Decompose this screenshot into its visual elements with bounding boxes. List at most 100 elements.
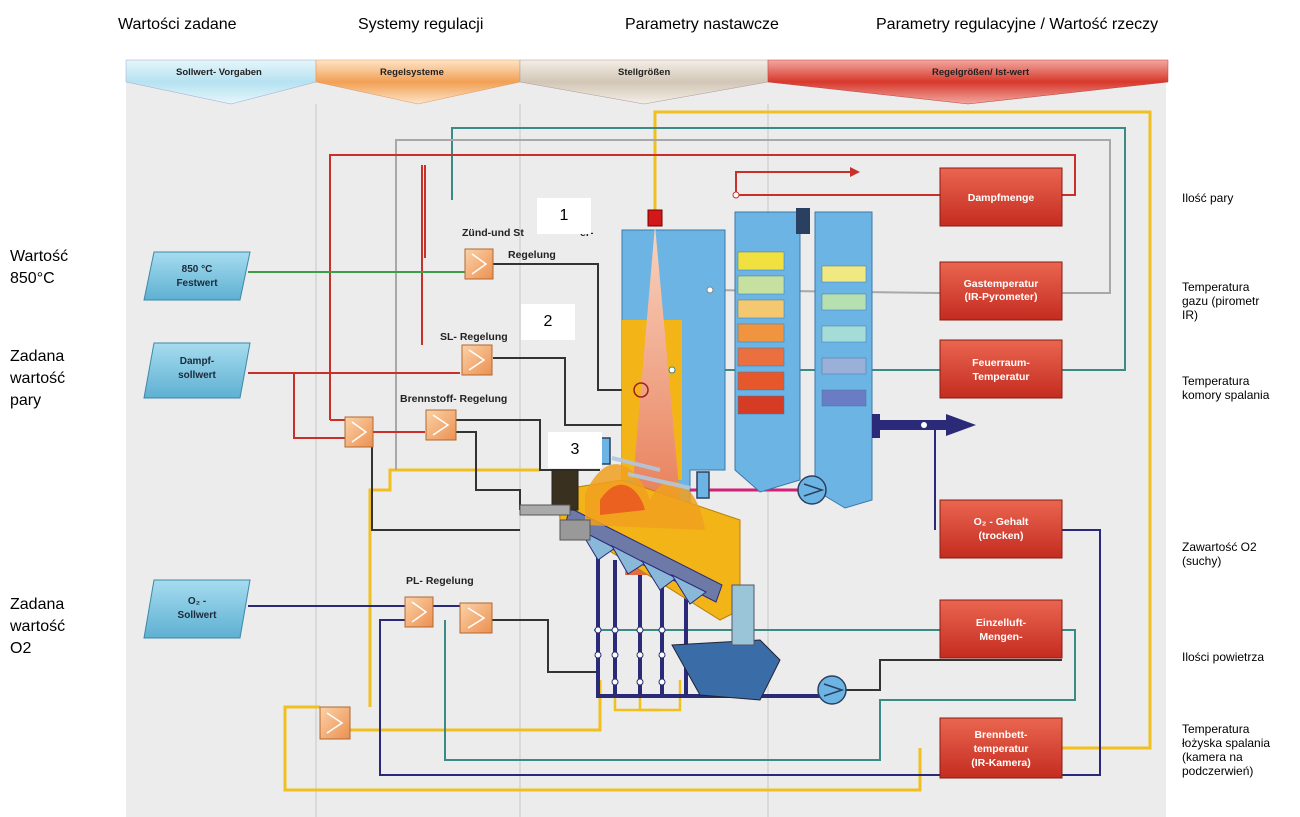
ir-camera xyxy=(647,209,663,227)
line-dark-fan xyxy=(818,659,1062,691)
right-label-bed-line3: (kamera na xyxy=(1182,750,1243,764)
flue-arrow xyxy=(946,414,976,436)
band-label-controlled: Regelgrößen/ Ist-wert xyxy=(932,67,1030,78)
measured-o2-line1: O₂ - Gehalt xyxy=(974,516,1029,528)
band-label-setpoints: Sollwert- Vorgaben xyxy=(176,67,262,78)
connector-top xyxy=(796,208,810,234)
left-label-o2-line3: O2 xyxy=(10,640,32,657)
left-label-steam-line2: wartość xyxy=(10,370,66,387)
line-dark-brennstoff2 xyxy=(456,431,521,510)
right-label-bed-line4: podczerwień) xyxy=(1182,764,1254,778)
controller-zund xyxy=(464,248,494,280)
line-dark-zund xyxy=(493,263,640,391)
left-label-850: Wartość 850°C xyxy=(10,246,68,290)
left-label-steam-line3: pary xyxy=(10,392,42,409)
callout-1: 1 xyxy=(537,198,591,234)
measured-furnace-temp: Feuerraum- Temperatur xyxy=(939,339,1063,399)
right-label-furnace: Temperatura komory spalania xyxy=(1182,374,1269,402)
measured-bed-temp: Brennbett- temperatur (IR-Kamera) xyxy=(939,717,1063,779)
setpoint-o2-line1: O₂ - xyxy=(188,596,206,607)
measured-gas-temp-line1: Gastemperatur xyxy=(964,278,1039,290)
line-ir-camera xyxy=(653,110,1152,750)
line-grey-top xyxy=(395,139,1111,470)
right-label-air: Ilości powietrza xyxy=(1182,650,1264,664)
controller-pl-1 xyxy=(404,596,434,628)
controller-pl-2 xyxy=(459,602,493,634)
line-red-top xyxy=(329,154,1076,420)
right-label-o2-line2: (suchy) xyxy=(1182,554,1222,568)
band-label-control: Regelsysteme xyxy=(380,67,444,78)
grate xyxy=(564,507,723,603)
measured-bed-temp-line2: temperatur xyxy=(974,743,1029,755)
right-label-furnace-line1: Temperatura xyxy=(1182,374,1250,388)
setpoint-o2: O₂ - Sollwert xyxy=(143,579,251,639)
right-label-steam: Ilość pary xyxy=(1182,191,1233,205)
measured-bed-temp-line1: Brennbett- xyxy=(974,729,1028,741)
label-brennstoff: Brennstoff- Regelung xyxy=(400,393,507,405)
setpoint-o2-line2: Sollwert xyxy=(178,610,218,621)
right-label-bed-line2: łożyska spalania xyxy=(1182,736,1271,750)
callout-2: 2 xyxy=(521,304,575,340)
line-navy-o2-loop xyxy=(379,529,1101,776)
setpoint-850-line1: 850 °C xyxy=(182,264,213,275)
measured-gas-temp-line2: (IR-Pyrometer) xyxy=(965,291,1038,303)
line-red-dampf-down xyxy=(293,373,345,439)
controller-bed xyxy=(319,706,351,740)
measured-o2: O₂ - Gehalt (trocken) xyxy=(939,499,1063,559)
right-label-gas: Temperatura gazu (pirometr IR) xyxy=(1182,280,1259,322)
label-zund-part1: Zünd-und St xyxy=(462,227,524,239)
measured-boxes: Dampfmenge Gastemperatur (IR-Pyrometer) … xyxy=(939,167,1063,779)
controller-brennstoff-pre xyxy=(344,416,374,448)
left-label-steam-line1: Zadana xyxy=(10,348,65,365)
measured-gas-temp: Gastemperatur (IR-Pyrometer) xyxy=(939,261,1063,321)
measured-furnace-temp-line1: Feuerraum- xyxy=(972,357,1030,369)
band-manipulated xyxy=(519,59,769,105)
setpoint-steam: Dampf- sollwert xyxy=(143,342,251,399)
fan-bottom xyxy=(817,675,847,705)
header-manipulated-pl: Parametry nastawcze xyxy=(625,16,779,33)
measured-air: Einzelluft- Mengen- xyxy=(939,599,1063,659)
left-label-850-line2: 850°C xyxy=(10,270,55,287)
right-label-air-line1: Ilości powietrza xyxy=(1182,650,1265,664)
label-sl: SL- Regelung xyxy=(440,331,508,343)
header-controlled-pl: Parametry regulacyjne / Wartość rzeczy xyxy=(876,16,1159,33)
left-label-850-line1: Wartość xyxy=(10,248,69,265)
setpoint-850-line2: Festwert xyxy=(176,278,218,289)
line-dark-feed xyxy=(371,432,520,531)
measured-steam-line1: Dampfmenge xyxy=(968,192,1035,204)
controllers xyxy=(319,248,494,740)
right-label-bed: Temperatura łożyska spalania (kamera na … xyxy=(1182,722,1270,778)
setpoint-steam-line1: Dampf- xyxy=(180,356,214,367)
flame xyxy=(585,464,705,530)
measured-air-line1: Einzelluft- xyxy=(976,617,1027,629)
left-label-o2: Zadana wartość O2 xyxy=(10,594,65,658)
band-control-systems xyxy=(315,59,521,105)
label-zund-part3: Regelung xyxy=(508,249,556,261)
right-label-o2: Zawartość O2 (suchy) xyxy=(1182,540,1257,568)
line-teal-top xyxy=(451,127,1126,371)
fan-top xyxy=(797,475,827,505)
band-setpoints xyxy=(125,59,317,105)
left-label-o2-line2: wartość xyxy=(10,618,66,635)
controller-brennstoff xyxy=(425,409,457,441)
header-setpoints-pl: Wartości zadane xyxy=(118,16,237,33)
setpoint-850: 850 °C Festwert xyxy=(143,251,251,301)
right-label-o2-line1: Zawartość O2 xyxy=(1182,540,1257,554)
header-control-systems-pl: Systemy regulacji xyxy=(358,16,484,33)
measured-o2-line2: (trocken) xyxy=(979,530,1024,542)
right-label-gas-line2: gazu (pirometr xyxy=(1182,294,1260,308)
right-label-bed-line1: Temperatura xyxy=(1182,722,1250,736)
measured-furnace-temp-line2: Temperatur xyxy=(973,371,1030,383)
measured-air-line2: Mengen- xyxy=(979,631,1023,643)
line-red-steam-out xyxy=(735,171,850,195)
setpoint-boxes: 850 °C Festwert Dampf- sollwert O₂ - Sol… xyxy=(143,251,251,639)
line-teal-air xyxy=(444,620,1076,761)
right-label-gas-line1: Temperatura xyxy=(1182,280,1250,294)
right-label-gas-line3: IR) xyxy=(1182,308,1198,322)
measured-bed-temp-line3: (IR-Kamera) xyxy=(971,757,1031,769)
left-label-o2-line1: Zadana xyxy=(10,596,65,613)
right-label-steam-line1: Ilość pary xyxy=(1182,191,1234,205)
column-header-bands xyxy=(125,59,1169,105)
line-yellow-fuel xyxy=(368,468,540,707)
